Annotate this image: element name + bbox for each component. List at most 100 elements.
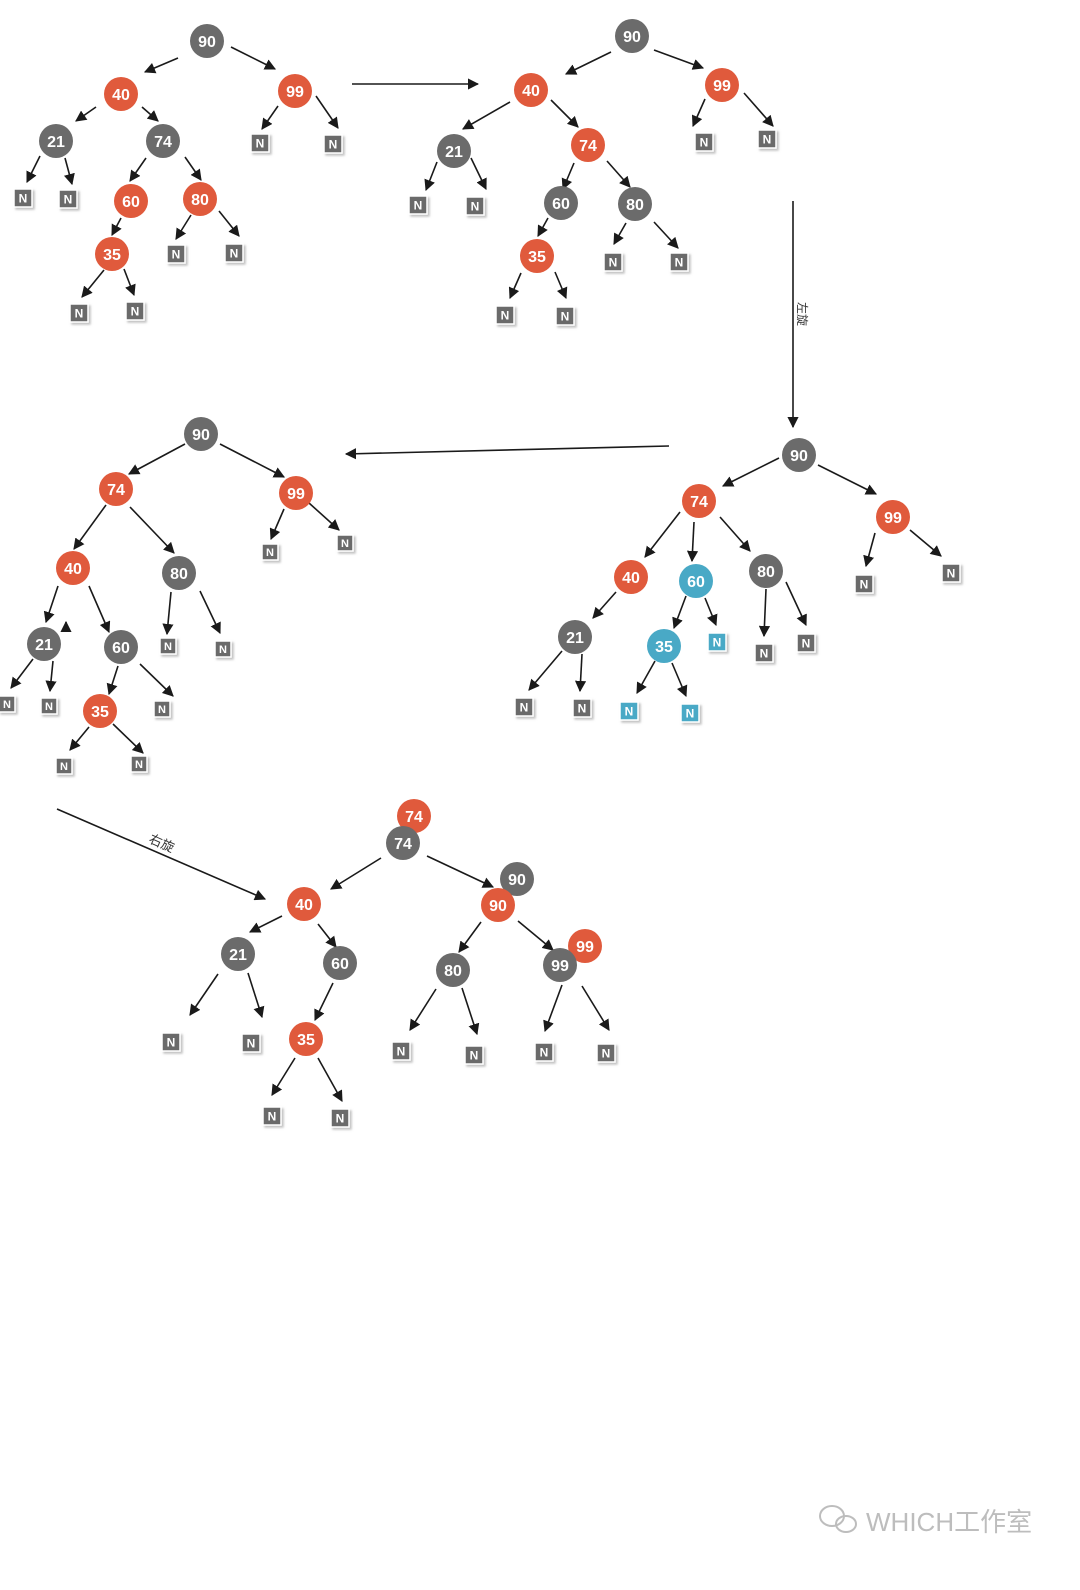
tree-2-node-90: 90 — [615, 19, 649, 53]
tree-1-node-99-label: 99 — [286, 84, 304, 101]
tree-4-node-90-label: 90 — [192, 427, 210, 444]
tree-2-nil-0-box — [694, 132, 714, 152]
tree-4-nil-0: N — [261, 543, 279, 561]
tree-2-edge-3 — [550, 99, 579, 128]
tree-1-edge-1 — [230, 46, 277, 70]
tree-3-node-35-label: 35 — [655, 639, 673, 656]
tree-4-nil-3: N — [214, 640, 232, 658]
tree-5-node-90-previous: 90 — [500, 862, 534, 896]
tree-3-nil-0-box — [854, 574, 874, 594]
tree-1-edge-6 — [261, 105, 279, 130]
tree-2-edge-13 — [508, 272, 522, 300]
tree-2-nil-7: N — [555, 306, 575, 326]
tree-1-nil-2-label: N — [256, 136, 265, 150]
tree-2-node-60-circle — [544, 186, 578, 220]
tree-2-nil-2-box — [408, 195, 428, 215]
tree-1-nil-2-box — [250, 133, 270, 153]
tree-1-nil-1-box — [58, 189, 78, 209]
tree-5-nil-3-box — [464, 1045, 484, 1065]
tree-3-nil-3: N — [754, 643, 774, 663]
tree-4-node-60-circle — [104, 630, 138, 664]
tree-2-node-35-label: 35 — [528, 249, 546, 266]
tree-1-nil-7-label: N — [131, 304, 140, 318]
tree-5-node-60-label: 60 — [331, 956, 349, 973]
tree-4-edge-14 — [139, 663, 174, 697]
tree-3-edge-9 — [758, 588, 771, 638]
tree-1-edge-8 — [129, 157, 147, 182]
tree-3-node-99: 99 — [876, 500, 910, 534]
tree-4-edge-8 — [162, 591, 174, 636]
tree-5-node-80: 80 — [436, 953, 470, 987]
tree-5-nil-2-label: N — [397, 1044, 406, 1058]
tree-4-nil-7-label: N — [60, 761, 68, 773]
tree-3-nil-0-label: N — [860, 577, 869, 591]
tree-1-nil-4-box — [166, 244, 186, 264]
tree-1-nil-6-label: N — [75, 306, 84, 320]
tree-5-node-74-previous-label: 74 — [405, 809, 423, 826]
tree-2-edge-9 — [606, 160, 631, 188]
tree-1-node-74-label: 74 — [154, 134, 172, 151]
tree-3-nil-6: N — [572, 698, 592, 718]
tree-3-node-80: 80 — [749, 554, 783, 588]
tree-3-edge-5 — [863, 532, 876, 568]
tree-3-nil-6-label: N — [578, 701, 587, 715]
tree-1-nil-5: N — [224, 243, 244, 263]
tree-1-nil-4-label: N — [172, 247, 181, 261]
tree-5-node-99-previous: 99 — [568, 929, 602, 963]
right-rotate-label: 右旋 — [146, 832, 176, 856]
tree-4-node-80-label: 80 — [170, 566, 188, 583]
tree-4-nil-4-box — [0, 695, 16, 713]
tree-1-nil-6-box — [69, 303, 89, 323]
tree-5-nil-6-box — [262, 1106, 282, 1126]
tree-3-nil-6-box — [572, 698, 592, 718]
tree-1-node-99-circle — [278, 74, 312, 108]
tree-4-node-90: 90 — [184, 417, 218, 451]
tree-4-node-40-circle — [56, 551, 90, 585]
tree-2-edge-12 — [653, 221, 679, 249]
tree-2-edge-8 — [561, 162, 575, 191]
tree-1-node-21: 21 — [39, 124, 73, 158]
tree-2-nil-4-label: N — [609, 255, 618, 269]
tree-2-node-60: 60 — [544, 186, 578, 220]
tree-3-edge-1 — [817, 464, 878, 495]
tree-5-nil-1-box — [241, 1033, 261, 1053]
tree-3-node-35: 35 — [647, 629, 681, 663]
tree-4-node-74: 74 — [99, 472, 133, 506]
tree-4-nil-3-box — [214, 640, 232, 658]
tree-3-node-80-circle — [749, 554, 783, 588]
tree-3-nil-7-box — [619, 701, 639, 721]
tree-3-node-74-circle — [682, 484, 716, 518]
tree-3-node-21-label: 21 — [566, 630, 584, 647]
tree-2-nil-2: N — [408, 195, 428, 215]
tree-2-edge-10 — [537, 217, 549, 237]
tree-5-nil-1-label: N — [247, 1036, 256, 1050]
tree-2-node-40-label: 40 — [522, 83, 540, 100]
tree-4-edge-1 — [219, 443, 285, 478]
tree-2-node-80-label: 80 — [626, 197, 644, 214]
tree-5-node-99-previous-circle — [568, 929, 602, 963]
tree-5-nil-6: N — [262, 1106, 282, 1126]
tree-2-node-99-label: 99 — [713, 78, 731, 95]
tree-2-edge-11 — [613, 222, 627, 245]
tree-5-edge-2 — [426, 855, 495, 888]
tree-4-node-40-label: 40 — [64, 561, 82, 578]
tree-2-node-21: 21 — [437, 134, 471, 168]
tree-3-nil-3-box — [754, 643, 774, 663]
tree-5-edge-8 — [247, 972, 265, 1019]
tree-4-nil-5-label: N — [45, 701, 53, 713]
tree-2-nil-7-label: N — [561, 309, 570, 323]
tree-5-node-90-label: 90 — [489, 898, 507, 915]
tree-5-node-21-label: 21 — [229, 947, 247, 964]
tree-1-node-74: 74 — [146, 124, 180, 158]
tree-2-nil-6: N — [495, 305, 515, 325]
tree-4-node-35-circle — [83, 694, 117, 728]
tree-4-node-90-circle — [184, 417, 218, 451]
tree-5-edge-12 — [543, 984, 563, 1033]
tree-3-nil-1-label: N — [947, 566, 956, 580]
tree-2-edge-5 — [743, 92, 774, 127]
wechat-icon — [819, 1505, 857, 1533]
tree-5-edge-7 — [189, 973, 219, 1016]
tree-5-edge-11 — [461, 987, 480, 1036]
tree-3-nil-4: N — [796, 633, 816, 653]
